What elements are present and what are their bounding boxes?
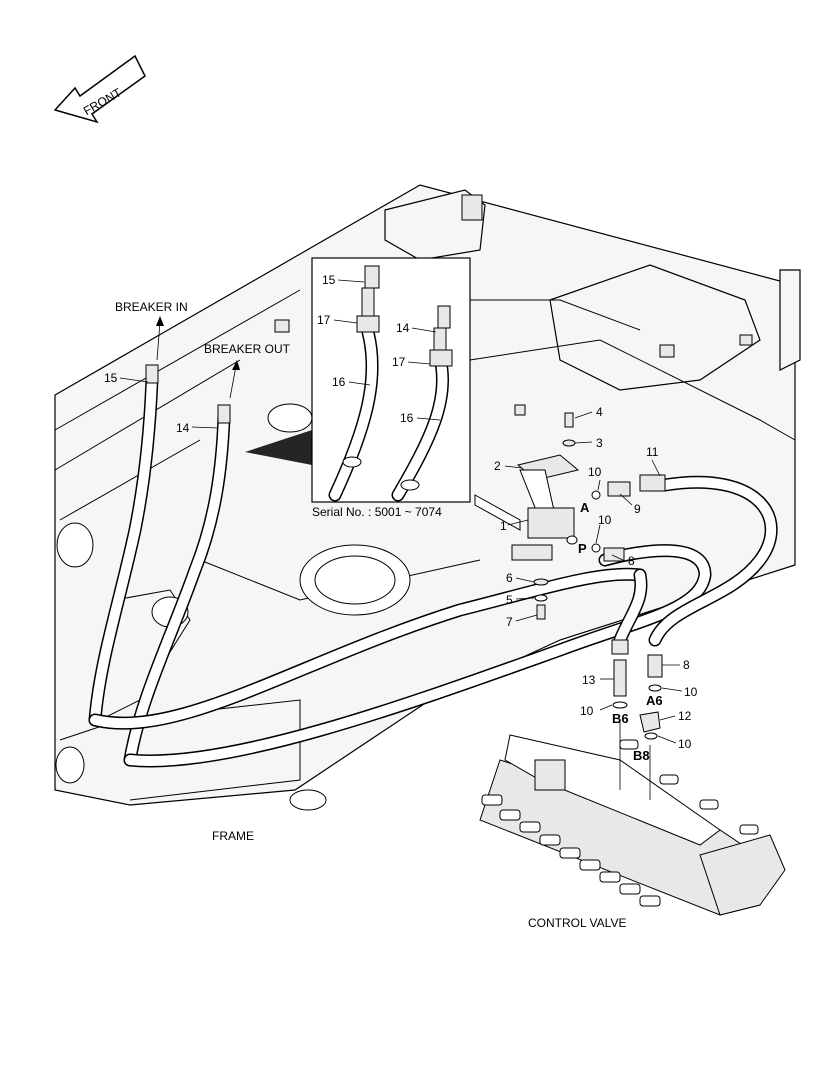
inset-callout-15: 15 [322, 273, 336, 287]
valve-spools [481, 739, 759, 907]
callout-9: 9 [634, 502, 641, 516]
flow-arrows [156, 316, 240, 399]
port-a-label: A [580, 500, 590, 515]
inset-callout-14: 14 [396, 321, 410, 335]
callout-10-a6: 10 [684, 685, 698, 699]
port-a6-label: A6 [646, 693, 663, 708]
callout-10-b6: 10 [580, 704, 594, 718]
callout-7: 7 [506, 615, 513, 629]
inset-callout-16-right: 16 [400, 411, 414, 425]
control-valve-label: CONTROL VALVE [528, 916, 626, 930]
callout-13: 13 [582, 673, 596, 687]
inset-callout-16-left: 16 [332, 375, 346, 389]
serial-number: Serial No. : 5001 ~ 7074 [312, 505, 442, 519]
front-arrow-icon: FRONT [53, 54, 146, 124]
callout-1: 1 [500, 519, 507, 533]
callout-8-lower: 8 [683, 658, 690, 672]
port-p-label: P [578, 541, 587, 556]
breaker-out-label: BREAKER OUT [204, 342, 291, 356]
callout-6: 6 [506, 571, 513, 585]
port-b6-label: B6 [612, 711, 629, 726]
inset-callout-17-right: 17 [392, 355, 406, 369]
inset-callout-17-left: 17 [317, 313, 331, 327]
callout-8-upper: 8 [628, 554, 635, 568]
callout-11: 11 [646, 445, 659, 459]
callout-2: 2 [494, 459, 501, 473]
callout-10-b8: 10 [678, 737, 692, 751]
valve-fittings [611, 639, 663, 740]
callout-12: 12 [678, 709, 692, 723]
inset-detail: Serial No. : 5001 ~ 7074 [245, 257, 471, 519]
breaker-hoses [88, 364, 778, 768]
control-valve [479, 720, 786, 916]
callout-leaders [119, 279, 683, 744]
callout-14: 14 [176, 421, 190, 435]
callout-4: 4 [596, 405, 603, 419]
callout-3: 3 [596, 436, 603, 450]
valve-block-assembly [474, 412, 666, 620]
frame-label: FRAME [212, 829, 254, 843]
callout-5: 5 [506, 593, 513, 607]
callout-15: 15 [104, 371, 118, 385]
callout-10-a: 10 [588, 465, 602, 479]
callout-10-p: 10 [598, 513, 612, 527]
breaker-in-label: BREAKER IN [115, 300, 188, 314]
port-b8-label: B8 [633, 748, 650, 763]
